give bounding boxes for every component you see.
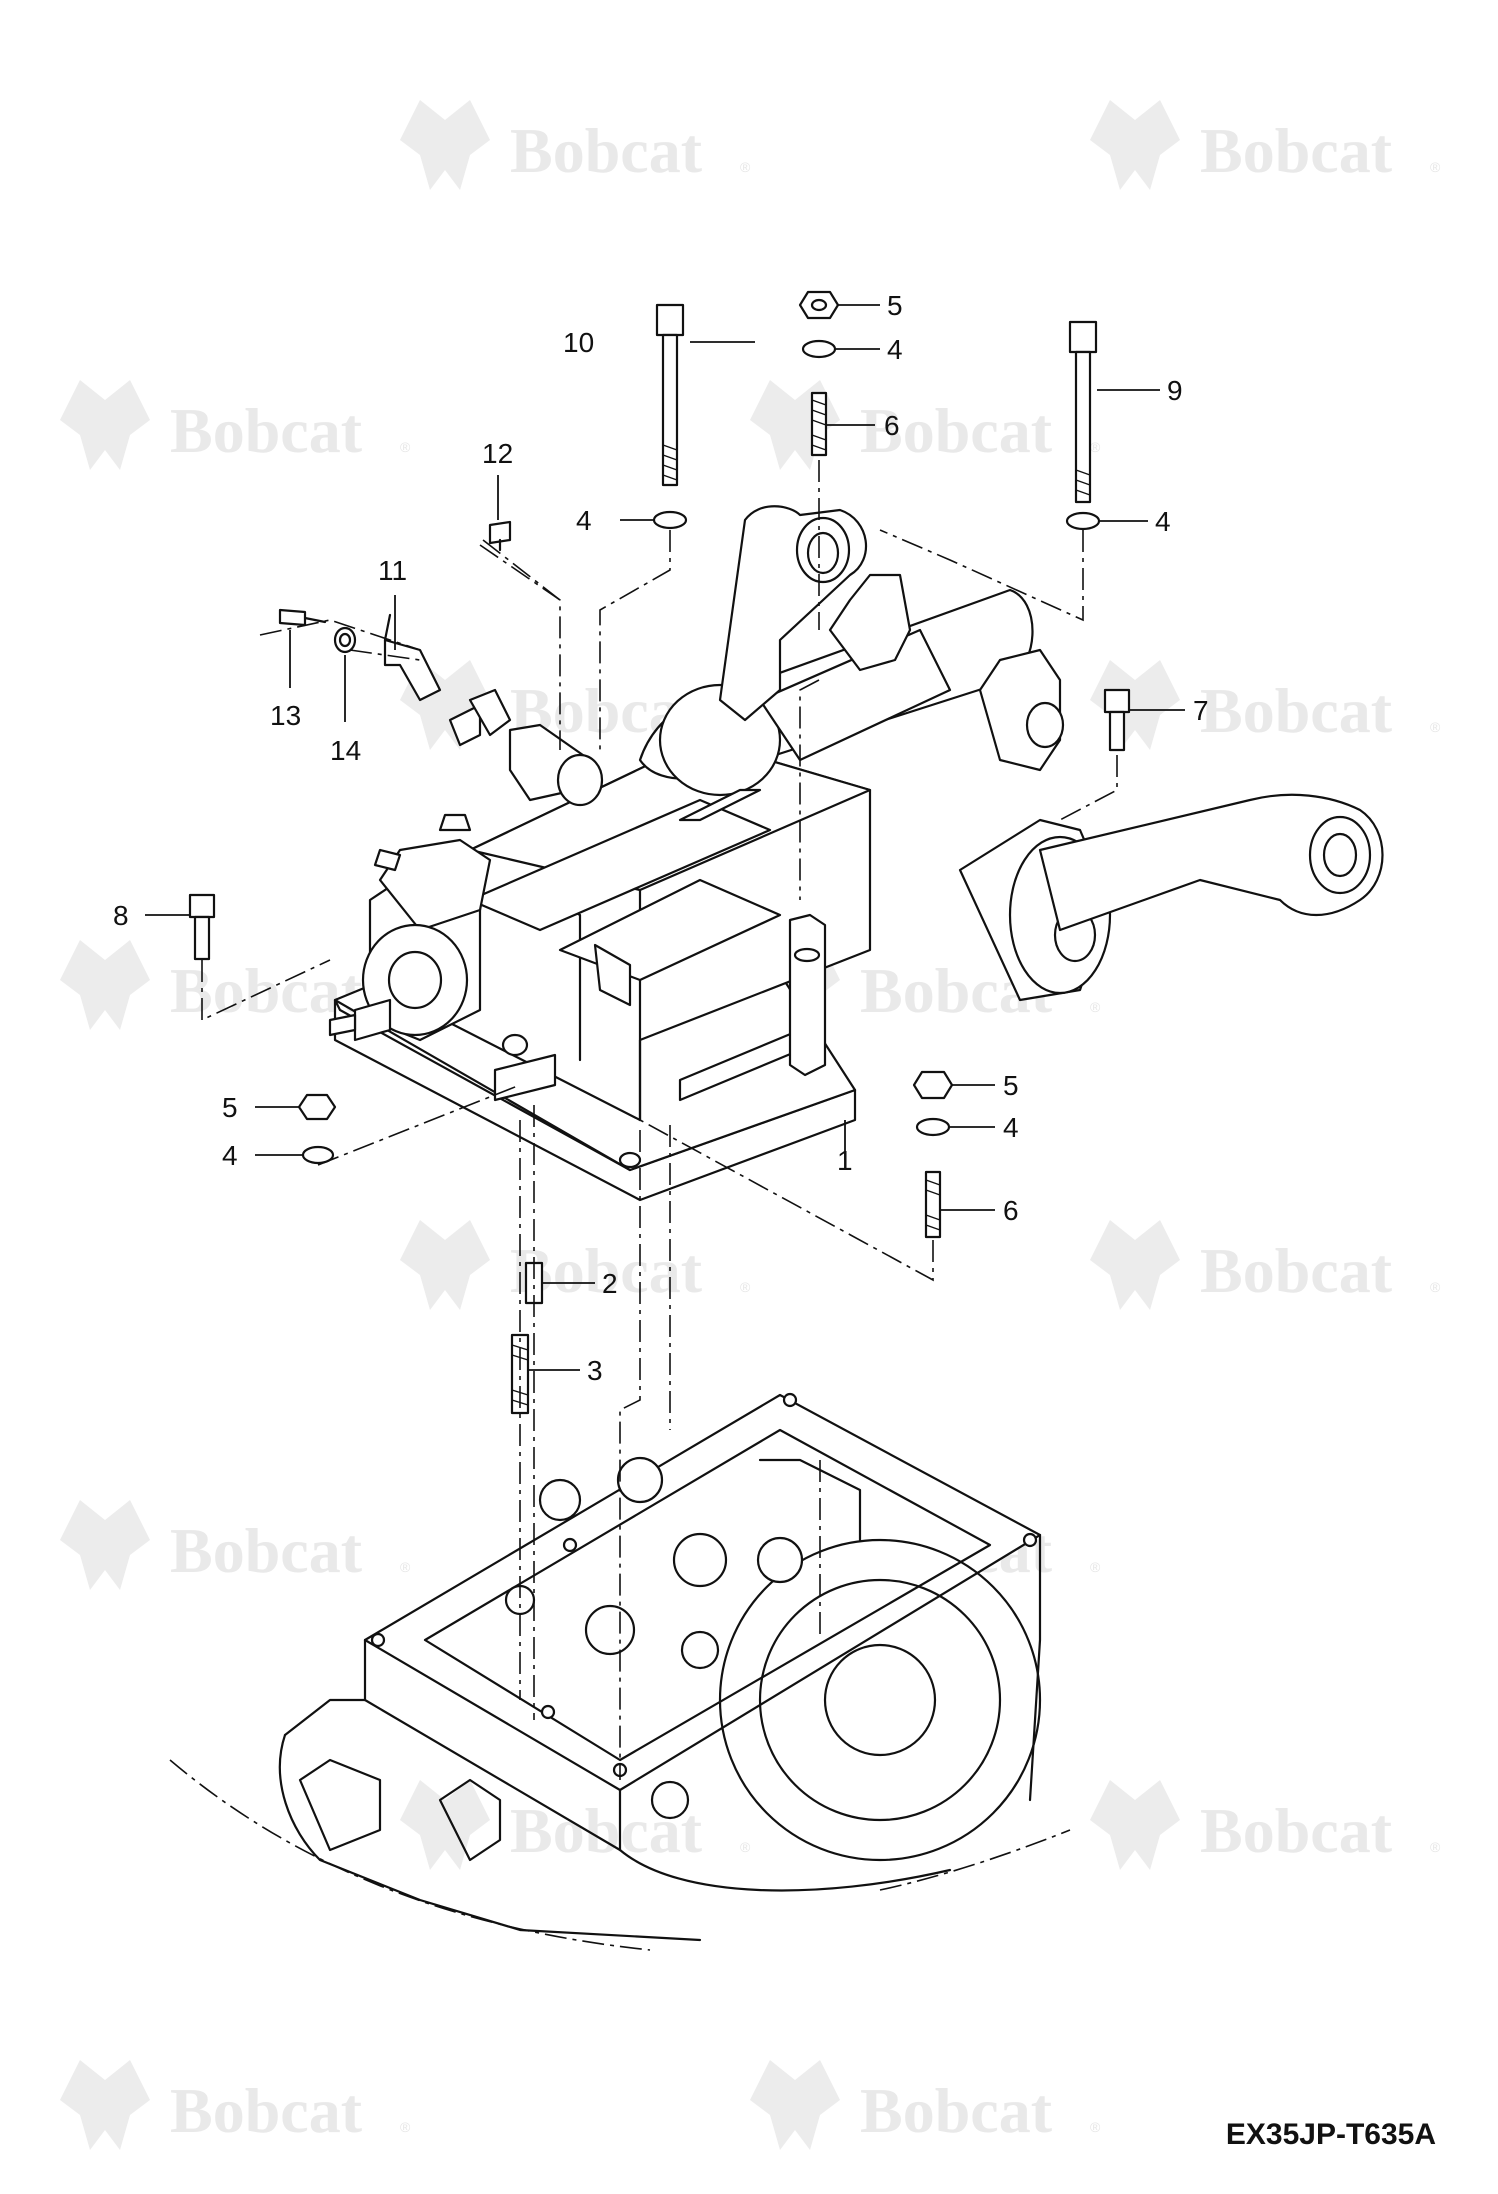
bobcat-logo-icon	[60, 940, 150, 1030]
bobcat-watermark: Bobcat ®	[60, 1500, 411, 1590]
watermark-trademark: ®	[1090, 2119, 1101, 2135]
bobcat-watermark: Bobcat ®	[750, 2060, 1101, 2150]
watermark-brand-text: Bobcat	[1200, 1235, 1393, 1306]
bobcat-watermark: Bobcat ®	[1090, 1220, 1441, 1310]
bobcat-logo-icon	[1090, 1220, 1180, 1310]
watermark-brand-text: Bobcat	[170, 1515, 363, 1586]
watermark-brand-text: Bobcat	[510, 115, 703, 186]
bobcat-logo-icon	[400, 1220, 490, 1310]
bobcat-watermark: Bobcat ®	[60, 380, 411, 470]
callout-10: 10	[563, 327, 594, 358]
bobcat-logo-icon	[750, 2060, 840, 2150]
callout-7: 7	[1193, 695, 1209, 726]
watermark-trademark: ®	[740, 1839, 751, 1855]
bobcat-logo-icon	[60, 2060, 150, 2150]
watermark-trademark: ®	[400, 1559, 411, 1575]
bobcat-watermark: Bobcat ®	[400, 100, 751, 190]
bobcat-watermark: Bobcat ®	[750, 380, 1101, 470]
callout-14: 14	[330, 735, 361, 766]
bobcat-watermark: Bobcat ®	[60, 2060, 411, 2150]
callout-4-right: 4	[1155, 506, 1171, 537]
callout-13: 13	[270, 700, 301, 731]
callout-6-bottom: 6	[1003, 1195, 1019, 1226]
watermark-brand-text: Bobcat	[860, 395, 1053, 466]
hydraulic-lift-housing	[328, 505, 1384, 1202]
bobcat-logo-icon	[1090, 660, 1180, 750]
callout-9: 9	[1167, 375, 1183, 406]
callout-1: 1	[837, 1145, 853, 1176]
watermark-brand-text: Bobcat	[860, 2075, 1053, 2146]
callout-8: 8	[113, 900, 129, 931]
callout-11: 11	[378, 555, 407, 586]
watermark-trademark: ®	[740, 1279, 751, 1295]
watermark-brand-text: Bobcat	[1200, 1795, 1393, 1866]
callout-labels: 1 2 3 4 4 4 4 4 5 5 5 6 6 7 8 9 10 11 12…	[113, 290, 1209, 1386]
bobcat-watermark: Bobcat®	[400, 1780, 751, 1870]
fasteners	[188, 290, 1131, 1415]
leader-lines	[145, 304, 1185, 1371]
watermark-brand-text: Bobcat	[170, 395, 363, 466]
callout-4-top: 4	[887, 334, 903, 365]
watermark-brand-text: Bobcat	[170, 2075, 363, 2146]
bobcat-watermark: Bobcat ®	[1090, 660, 1441, 750]
bobcat-logo-icon	[1090, 1780, 1180, 1870]
bobcat-logo-icon	[60, 1500, 150, 1590]
watermark-trademark: ®	[400, 2119, 411, 2135]
watermark-trademark: ®	[740, 159, 751, 175]
watermark-trademark: ®	[1090, 999, 1101, 1015]
watermark-brand-text: Bobcat	[1200, 115, 1393, 186]
callout-12: 12	[482, 438, 513, 469]
drawing-code: EX35JP-T635A	[1225, 2118, 1436, 2151]
watermark-trademark: ®	[1090, 1559, 1101, 1575]
bobcat-logo-icon	[400, 100, 490, 190]
callout-4-left: 4	[576, 505, 592, 536]
watermark-trademark: ®	[1430, 1839, 1441, 1855]
callout-5-bottom-left: 5	[222, 1092, 238, 1123]
callout-4-bottom-left: 4	[222, 1140, 238, 1171]
bobcat-watermark: Bobcat ®	[1090, 1780, 1441, 1870]
bobcat-watermark: Bobcat®	[400, 1220, 751, 1310]
solenoid-valve-assembly	[278, 520, 604, 807]
bobcat-logo-icon	[60, 380, 150, 470]
callout-3: 3	[587, 1355, 603, 1386]
watermark-trademark: ®	[1090, 439, 1101, 455]
callout-2: 2	[602, 1268, 618, 1299]
watermark-trademark: ®	[1430, 159, 1441, 175]
watermark-trademark: ®	[1430, 719, 1441, 735]
watermark-trademark: ®	[1430, 1279, 1441, 1295]
callout-6-top: 6	[884, 410, 900, 441]
callout-4-bottom-right: 4	[1003, 1112, 1019, 1143]
callout-5-top: 5	[887, 290, 903, 321]
assembly-centerlines	[201, 460, 1118, 1780]
watermark-trademark: ®	[400, 439, 411, 455]
bobcat-watermark: Bobcat ®	[1090, 100, 1441, 190]
watermark-brand-text: Bobcat	[1200, 675, 1393, 746]
bobcat-logo-icon	[400, 1780, 490, 1870]
callout-5-bottom-right: 5	[1003, 1070, 1019, 1101]
bobcat-logo-icon	[1090, 100, 1180, 190]
